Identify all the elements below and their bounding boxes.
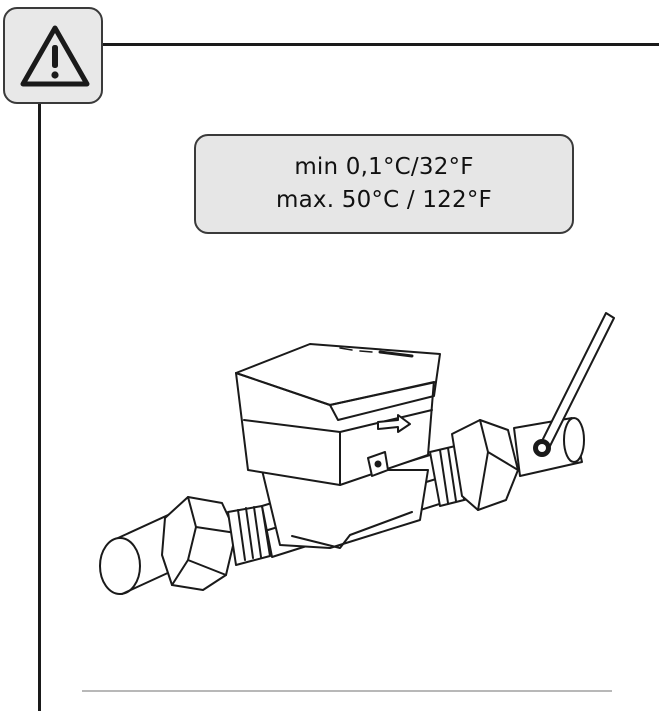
left-connector xyxy=(227,505,271,566)
max-temperature-label: max. 50°C / 122°F xyxy=(276,187,492,213)
warning-triangle-icon xyxy=(20,25,90,87)
bottom-divider xyxy=(82,690,612,692)
thermometer xyxy=(533,312,615,457)
flow-arrow xyxy=(377,414,411,433)
flow-meter-illustration xyxy=(99,312,615,595)
latch-tab xyxy=(367,451,389,477)
meter-lid xyxy=(235,343,441,421)
left-hex-nut xyxy=(161,496,237,591)
min-temperature-label: min 0,1°C/32°F xyxy=(294,154,474,180)
temperature-range-box: min 0,1°C/32°F max. 50°C / 122°F xyxy=(194,134,574,234)
warning-box xyxy=(3,7,103,104)
right-hex-nut xyxy=(451,419,519,511)
side-divider xyxy=(38,104,41,711)
top-divider xyxy=(103,43,659,46)
left-pipe xyxy=(99,504,197,595)
meter-base xyxy=(261,469,429,549)
